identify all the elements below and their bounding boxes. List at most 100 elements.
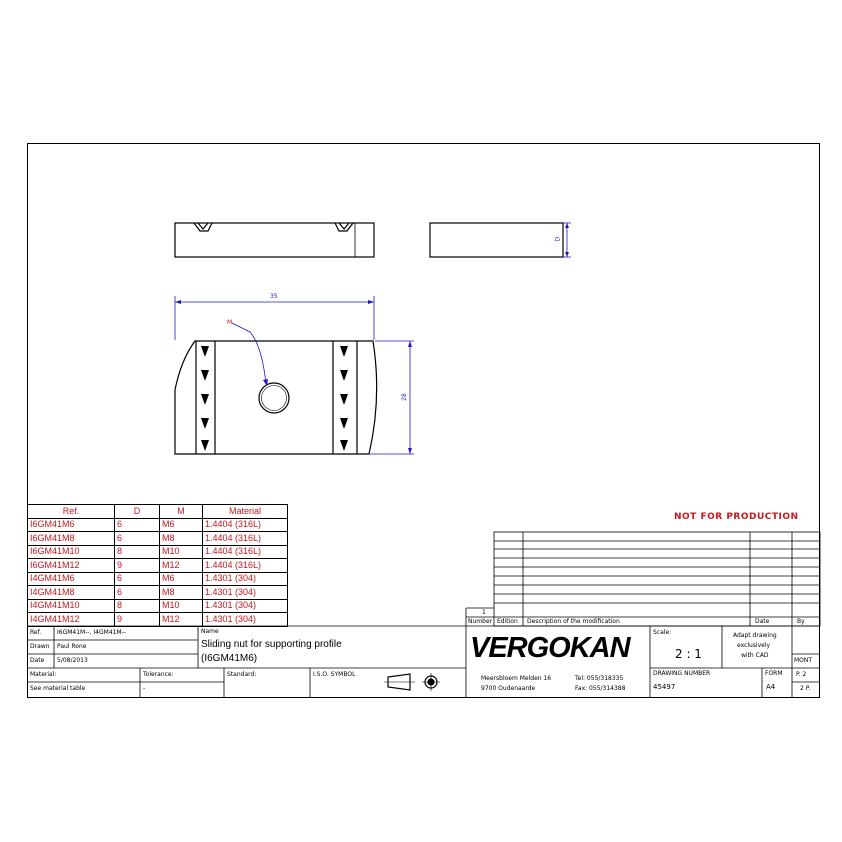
cell-m: M10	[159, 544, 203, 559]
table-row: I6GM41M10 8 M10 1.4404 (316L)	[27, 544, 288, 559]
ref-label: Ref.	[30, 629, 42, 636]
cell-material: 1.4301 (304)	[202, 598, 288, 613]
end-view	[429, 222, 564, 258]
table-row: I4GM41M12 9 M12 1.4301 (304)	[27, 612, 288, 627]
table-row: I4GM41M8 6 M8 1.4301 (304)	[27, 585, 288, 600]
table-row: I6GM41M8 6 M8 1.4404 (316L)	[27, 531, 288, 546]
dim-length-label: 35	[270, 293, 278, 300]
revision-number-label: Number	[468, 618, 493, 625]
cad-note-1: Adapt drawing	[733, 632, 777, 639]
dim-m-label: M	[227, 319, 233, 326]
cell-material: 1.4301 (304)	[202, 571, 288, 586]
name-label: Name	[201, 628, 219, 635]
table-row: I4GM41M10 8 M10 1.4301 (304)	[27, 598, 288, 613]
tel-number: Tel: 055/318335	[575, 675, 624, 682]
teeth-left	[201, 346, 209, 451]
not-for-production-banner: NOT FOR PRODUCTION	[674, 512, 799, 522]
cell-m: M10	[159, 598, 203, 613]
table-row: I4GM41M6 6 M6 1.4301 (304)	[27, 571, 288, 586]
cell-ref: I4GM41M8	[27, 585, 115, 600]
side-view-long	[174, 222, 375, 258]
cell-d: 6	[114, 531, 160, 546]
cell-material: 1.4301 (304)	[202, 612, 288, 627]
date-label: Date	[30, 657, 45, 664]
cell-material: 1.4301 (304)	[202, 585, 288, 600]
address-line-2: 9700 Oudenaarde	[481, 685, 536, 692]
page-number: P. 2	[796, 671, 807, 678]
cell-material: 1.4404 (316L)	[202, 558, 288, 573]
cell-m: M12	[159, 558, 203, 573]
iso-projection-icon	[384, 673, 440, 691]
cell-m: M6	[159, 571, 203, 586]
tolerance-label: Tolerance:	[143, 671, 174, 678]
drawing-number-label: DRAWING NUMBER	[653, 670, 711, 677]
col-ref-header: Ref.	[27, 504, 115, 519]
dimension-lines	[174, 222, 571, 455]
dim-d-label: D	[554, 236, 562, 242]
table-row: I6GM41M6 6 M6 1.4404 (316L)	[27, 517, 288, 532]
cell-d: 9	[114, 558, 160, 573]
col-m-header: M	[159, 504, 203, 519]
cell-d: 8	[114, 598, 160, 613]
table-row: I6GM41M12 9 M12 1.4404 (316L)	[27, 558, 288, 573]
scale-value: 2 : 1	[675, 647, 702, 661]
revision-index: 1	[482, 609, 486, 616]
cell-d: 9	[114, 612, 160, 627]
form-label: FORM	[765, 670, 783, 677]
parts-table-header: Ref. D M Material	[27, 504, 288, 519]
col-d-header: D	[114, 504, 160, 519]
cad-note-3: with CAD	[741, 652, 769, 659]
cell-ref: I6GM41M8	[27, 531, 115, 546]
cell-d: 8	[114, 544, 160, 559]
date-value: 5/08/2013	[57, 657, 88, 664]
cell-material: 1.4404 (316L)	[202, 531, 288, 546]
cell-d: 6	[114, 517, 160, 532]
cell-m: M8	[159, 531, 203, 546]
teeth-right	[340, 346, 348, 451]
drawing-frame	[27, 143, 820, 698]
ref-value: I6GM41M--, I4GM41M--	[57, 629, 126, 636]
page-count: 2 P.	[800, 685, 811, 692]
cad-note-2: exclusively	[737, 642, 771, 649]
cell-ref: I4GM41M12	[27, 612, 115, 627]
cell-ref: I6GM41M10	[27, 544, 115, 559]
cell-m: M12	[159, 612, 203, 627]
vergokan-logo: VERGOKAN	[470, 632, 631, 664]
drawn-label: Drawn	[30, 643, 50, 650]
parts-table: Ref. D M Material I6GM41M6 6 M6 1.4404 (…	[27, 504, 288, 627]
form-value: A4	[766, 683, 776, 691]
drawn-value: Paul Rone	[57, 643, 87, 650]
address-line-1: Meersbloem Melden 16	[481, 675, 552, 682]
cell-material: 1.4404 (316L)	[202, 544, 288, 559]
revision-by-label: By	[797, 618, 805, 625]
revision-description-label: Description of the modification	[527, 618, 620, 625]
iso-symbol-label: I.S.O. SYMBOL	[313, 671, 356, 678]
cell-d: 6	[114, 585, 160, 600]
cell-m: M6	[159, 517, 203, 532]
dim-width-label: 28	[400, 393, 408, 401]
material-value: See material table	[30, 685, 86, 692]
mount-label: MONT	[794, 657, 813, 664]
cell-material: 1.4404 (316L)	[202, 517, 288, 532]
standard-label: Standard:	[227, 671, 257, 678]
tolerance-value: -	[143, 685, 146, 692]
cell-ref: I6GM41M12	[27, 558, 115, 573]
cell-ref: I4GM41M10	[27, 598, 115, 613]
drawing-subtitle: (I6GM41M6)	[201, 653, 258, 664]
col-material-header: Material	[202, 504, 288, 519]
titleblock-grid	[27, 531, 821, 698]
scale-label: Scale:	[653, 629, 672, 636]
cell-d: 6	[114, 571, 160, 586]
cell-ref: I6GM41M6	[27, 517, 115, 532]
revision-date-label: Date	[755, 618, 770, 625]
fax-number: Fax: 055/314388	[575, 685, 626, 692]
dimension-arrows	[175, 223, 569, 454]
drawing-title: Sliding nut for supporting profile	[201, 639, 342, 650]
plan-view	[174, 340, 378, 455]
material-label: Material:	[30, 671, 57, 678]
cell-m: M8	[159, 585, 203, 600]
drawing-number: 45497	[653, 683, 676, 691]
cell-ref: I4GM41M6	[27, 571, 115, 586]
revision-edition-label: Edition	[497, 618, 518, 625]
